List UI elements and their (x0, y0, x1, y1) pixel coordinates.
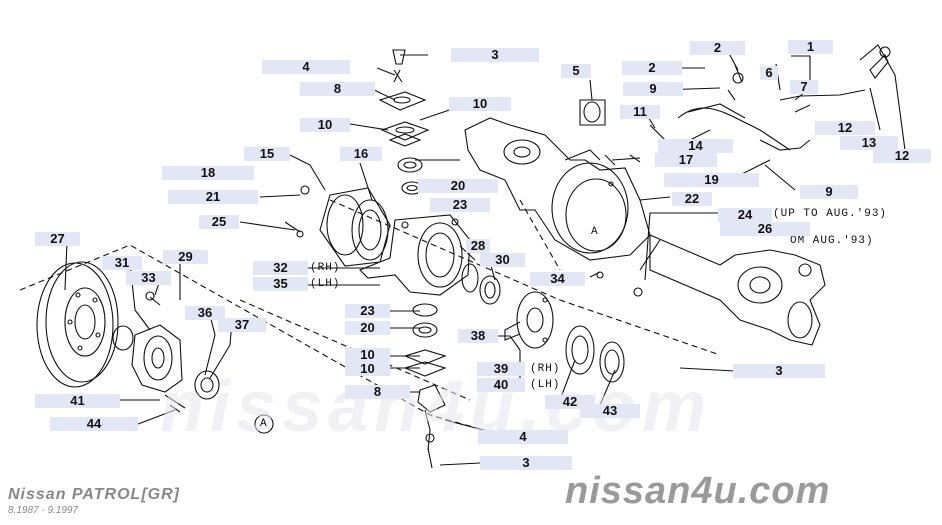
callout-34[interactable]: 34 (530, 272, 585, 286)
callout-16[interactable]: 16 (340, 147, 382, 161)
callout-23b[interactable]: 23 (345, 304, 390, 318)
callout-10d[interactable]: 10 (345, 362, 390, 376)
callout-35[interactable]: 35 (253, 277, 308, 291)
callout-9b[interactable]: 9 (800, 185, 858, 199)
callout-19[interactable]: 19 (664, 173, 759, 187)
note-lh-lower: (LH) (530, 379, 561, 391)
callout-12a[interactable]: 12 (815, 121, 875, 135)
callout-21[interactable]: 21 (168, 190, 258, 204)
callout-33[interactable]: 33 (126, 271, 171, 285)
note-rh-lower: (RH) (530, 363, 561, 375)
callout-17[interactable]: 17 (655, 153, 717, 167)
callout-15[interactable]: 15 (244, 147, 290, 161)
callout-36[interactable]: 36 (185, 306, 225, 320)
note-up-to: (UP TO AUG.'93) (773, 208, 888, 220)
callout-2b[interactable]: 2 (622, 61, 682, 75)
callout-32[interactable]: 32 (253, 261, 308, 275)
callout-14[interactable]: 14 (658, 139, 733, 153)
callout-12b[interactable]: 12 (873, 149, 931, 163)
callout-38[interactable]: 38 (458, 329, 498, 343)
callout-4a[interactable]: 4 (262, 60, 350, 74)
callout-2a[interactable]: 2 (690, 41, 745, 55)
callout-10b[interactable]: 10 (300, 118, 350, 132)
callout-10c[interactable]: 10 (345, 348, 390, 362)
callout-30[interactable]: 30 (480, 253, 525, 267)
callout-28[interactable]: 28 (466, 239, 490, 253)
callout-39[interactable]: 39 (477, 362, 525, 376)
callout-4b[interactable]: 4 (478, 430, 568, 444)
callout-43[interactable]: 43 (580, 404, 640, 418)
callout-40[interactable]: 40 (477, 378, 525, 392)
callout-18[interactable]: 18 (162, 166, 254, 180)
circle-marker-a: A (260, 418, 268, 430)
callout-1[interactable]: 1 (788, 40, 833, 54)
callout-5[interactable]: 5 (561, 64, 591, 78)
callout-27[interactable]: 27 (35, 232, 80, 246)
callout-8b[interactable]: 8 (345, 385, 410, 399)
callout-41[interactable]: 41 (35, 394, 120, 408)
callout-44[interactable]: 44 (50, 417, 138, 431)
callout-3c[interactable]: 3 (480, 456, 572, 470)
callout-13[interactable]: 13 (840, 136, 898, 150)
callout-3a[interactable]: 3 (451, 48, 539, 62)
callout-20b[interactable]: 20 (345, 321, 390, 335)
note-from: OM AUG.'93) (790, 235, 874, 247)
callout-25[interactable]: 25 (199, 215, 239, 229)
callout-26[interactable]: 26 (720, 222, 810, 236)
callout-11[interactable]: 11 (620, 105, 660, 119)
callout-7[interactable]: 7 (790, 80, 818, 94)
callout-20a[interactable]: 20 (418, 179, 498, 193)
axle-marker-a: A (591, 226, 599, 238)
callout-6[interactable]: 6 (760, 66, 778, 80)
callout-37[interactable]: 37 (218, 318, 266, 332)
callout-22[interactable]: 22 (672, 192, 712, 206)
watermark-logo: nissan4u.com (565, 470, 831, 512)
callout-8a[interactable]: 8 (300, 82, 375, 96)
note-rh-upper: (RH) (310, 262, 341, 274)
callout-10a[interactable]: 10 (449, 97, 511, 111)
callout-23a[interactable]: 23 (430, 198, 490, 212)
callout-3b[interactable]: 3 (733, 364, 825, 378)
note-lh-upper: (LH) (310, 278, 341, 290)
callout-24[interactable]: 24 (718, 208, 772, 222)
vehicle-model: Nissan PATROL[GR] (8, 486, 180, 503)
callout-31[interactable]: 31 (102, 256, 142, 270)
callout-29[interactable]: 29 (163, 250, 208, 264)
callout-9a[interactable]: 9 (623, 82, 683, 96)
production-dates: 8.1987 - 9.1997 (8, 505, 79, 516)
